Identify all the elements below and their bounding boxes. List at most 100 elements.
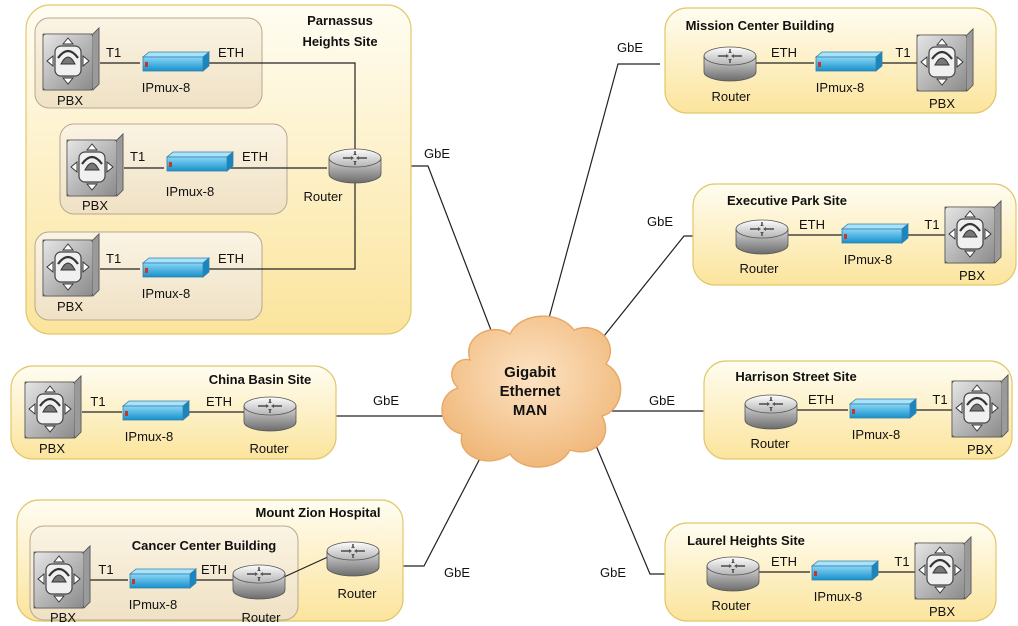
site-title-line-2: Heights Site (302, 34, 377, 49)
sub-site-title: Cancer Center Building (132, 538, 277, 553)
gbe-label: GbE (424, 146, 450, 161)
link-mission (542, 63, 660, 341)
pbx-icon (41, 26, 101, 92)
cloud-icon (441, 315, 622, 468)
ipmux-label: IPmux-8 (166, 184, 214, 199)
router-label: Router (303, 189, 343, 204)
router-icon (744, 394, 798, 430)
t1-label: T1 (106, 45, 121, 60)
t1-label: T1 (932, 392, 947, 407)
router-label: Router (711, 89, 751, 104)
router-icon (326, 541, 380, 577)
ipmux-label: IPmux-8 (814, 589, 862, 604)
gbe-label: GbE (647, 214, 673, 229)
ipmux-icon (849, 398, 917, 419)
router-label: Router (739, 261, 779, 276)
gbe-label: GbE (649, 393, 675, 408)
eth-label: ETH (808, 392, 834, 407)
ipmux-icon (815, 51, 883, 72)
pbx-label: PBX (929, 604, 955, 619)
eth-label: ETH (206, 394, 232, 409)
eth-label: ETH (201, 562, 227, 577)
eth-label: ETH (771, 45, 797, 60)
eth-label: ETH (799, 217, 825, 232)
router-label: Router (750, 436, 790, 451)
t1-label: T1 (895, 45, 910, 60)
ipmux-label: IPmux-8 (844, 252, 892, 267)
gbe-label: GbE (600, 565, 626, 580)
gbe-label: GbE (444, 565, 470, 580)
site-executive: Executive Park Site ETH T1 Router IPmux-… (647, 183, 1017, 286)
man-cloud: Gigabit Ethernet MAN (441, 315, 622, 468)
ipmux-label: IPmux-8 (125, 429, 173, 444)
router-icon (703, 46, 757, 82)
ipmux-icon (129, 568, 197, 589)
site-harrison: Harrison Street Site ETH T1 Router IPmux… (649, 360, 1013, 460)
site-zion: Mount Zion Hospital Cancer Center Buildi… (16, 499, 470, 625)
cloud-line-3: MAN (513, 402, 547, 419)
eth-label: ETH (771, 554, 797, 569)
t1-label: T1 (106, 251, 121, 266)
eth-label: ETH (218, 251, 244, 266)
router-icon (243, 396, 297, 432)
t1-label: T1 (924, 217, 939, 232)
ipmux-label: IPmux-8 (142, 80, 190, 95)
router-icon (328, 148, 382, 184)
site-title: Harrison Street Site (735, 369, 856, 384)
router-icon (706, 556, 760, 592)
pbx-icon (32, 544, 92, 610)
ipmux-icon (142, 51, 210, 72)
pbx-label: PBX (82, 198, 108, 213)
cloud-line-2: Ethernet (500, 383, 561, 400)
t1-label: T1 (98, 562, 113, 577)
site-parnassus: Parnassus Heights Site T1 ETH PBX IPmux-… (25, 4, 450, 335)
cloud-line-1: Gigabit (504, 364, 556, 381)
site-title: Executive Park Site (727, 193, 847, 208)
pbx-icon (41, 232, 101, 298)
site-title: Laurel Heights Site (687, 533, 805, 548)
router-label: Router (241, 610, 281, 625)
site-title: Mission Center Building (686, 18, 835, 33)
ipmux-icon (122, 400, 190, 421)
site-mission: Mission Center Building ETH T1 Router IP… (617, 7, 997, 114)
t1-label: T1 (894, 554, 909, 569)
ipmux-label: IPmux-8 (129, 597, 177, 612)
ipmux-label: IPmux-8 (816, 80, 864, 95)
pbx-label: PBX (959, 268, 985, 283)
gbe-label: GbE (373, 393, 399, 408)
router-label: Router (711, 598, 751, 613)
pbx-label: PBX (39, 441, 65, 456)
eth-label: ETH (242, 149, 268, 164)
gbe-label: GbE (617, 40, 643, 55)
site-china: China Basin Site T1 ETH PBX IPmux-8 Rout… (10, 365, 399, 460)
ipmux-icon (142, 257, 210, 278)
pbx-label: PBX (967, 442, 993, 457)
ipmux-icon (841, 223, 909, 244)
t1-label: T1 (130, 149, 145, 164)
pbx-label: PBX (57, 299, 83, 314)
eth-label: ETH (218, 45, 244, 60)
pbx-icon (943, 199, 1003, 265)
site-title-line-1: Parnassus (307, 13, 373, 28)
router-label: Router (249, 441, 289, 456)
site-title: Mount Zion Hospital (256, 505, 381, 520)
pbx-icon (950, 373, 1010, 439)
site-laurel: Laurel Heights Site ETH T1 Router IPmux-… (600, 522, 997, 622)
pbx-icon (915, 27, 975, 93)
router-label: Router (337, 586, 377, 601)
ipmux-label: IPmux-8 (142, 286, 190, 301)
t1-label: T1 (90, 394, 105, 409)
site-title: China Basin Site (209, 372, 312, 387)
router-icon (735, 219, 789, 255)
pbx-icon (913, 535, 973, 601)
pbx-label: PBX (929, 96, 955, 111)
ipmux-icon (166, 151, 234, 172)
pbx-label: PBX (50, 610, 76, 625)
pbx-icon (65, 132, 125, 198)
ipmux-icon (811, 560, 879, 581)
ipmux-label: IPmux-8 (852, 427, 900, 442)
pbx-icon (23, 374, 83, 440)
router-icon (232, 564, 286, 600)
pbx-label: PBX (57, 93, 83, 108)
